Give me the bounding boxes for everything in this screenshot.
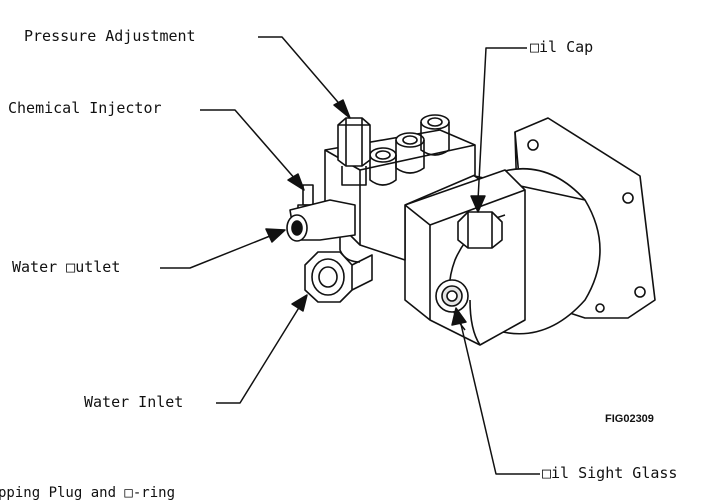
oil-sight-glass xyxy=(435,279,469,313)
label-water-inlet: Water Inlet xyxy=(84,393,184,411)
figure-id: FIG02309 xyxy=(605,413,654,425)
water-outlet-fitting xyxy=(286,199,356,242)
label-pressure-adjustment: Pressure Adjustment xyxy=(24,27,196,45)
label-water-outlet: Water □utlet xyxy=(12,258,121,276)
label-oil-cap: □il Cap xyxy=(530,38,594,56)
label-oil-sight-glass: □il Sight Glass xyxy=(542,464,678,482)
leader-lines xyxy=(160,36,540,475)
oil-cap-nut xyxy=(457,211,503,249)
pressure-adjustment-nut xyxy=(337,117,371,186)
piston-caps xyxy=(369,114,450,186)
pump-head xyxy=(404,169,526,346)
label-chemical-injector: Chemical Injector xyxy=(8,99,162,117)
label-unloading-plug: pping Plug and □-ring xyxy=(0,485,176,501)
water-inlet-fitting xyxy=(304,251,373,303)
